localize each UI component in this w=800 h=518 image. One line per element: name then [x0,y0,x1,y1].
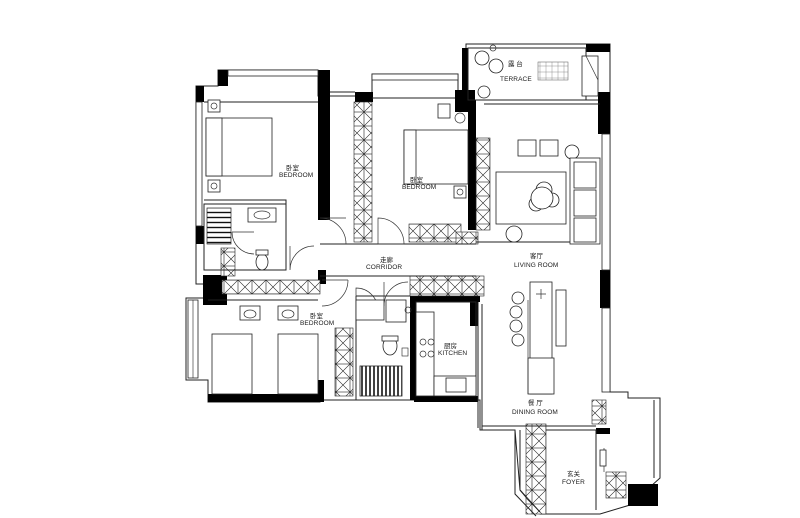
dining-zh: 餐 厅 [528,398,543,407]
terrace-en: TERRACE [500,76,532,83]
bedroom-sw-furniture [211,305,319,395]
foyer-area [546,429,607,510]
kitchen-furniture [415,301,477,397]
living-room-furniture [495,139,601,245]
bedroom-sw-zh: 卧室 [310,311,324,320]
living-zh: 客厅 [530,251,544,260]
kitchen-zh: 厨房 [444,341,457,350]
foyer-zh: 玄关 [567,469,581,478]
partitions [204,91,600,430]
corridor-en: CORRIDOR [366,264,402,271]
room-labels: 卧室 BEDROOM 卧室 BEDROOM 露 台 TERRACE 客厅 LIV… [279,59,585,486]
built-in-cabinets [220,101,627,515]
bathroom-nw [203,203,287,271]
terrace-area [467,44,599,101]
windows [187,69,661,517]
bedroom-sw-en: BEDROOM [300,320,334,327]
bedroom-nw-zh: 卧室 [286,163,300,172]
walls [196,44,658,506]
bedroom-n-furniture [403,103,469,199]
outline [185,43,661,515]
bedroom-n-zh: 卧室 [410,175,424,184]
foyer-en: FOYER [562,479,585,486]
living-en: LIVING ROOM [514,262,558,269]
dining-en: DINING ROOM [512,409,558,416]
bathroom-central [355,299,412,397]
dining-furniture [509,281,567,395]
bedroom-nw-en: BEDROOM [279,172,313,179]
corridor-zh: 走廊 [380,255,394,264]
terrace-zh: 露 台 [508,59,523,68]
bedroom-nw-furniture [205,99,273,193]
bedroom-n-en: BEDROOM [402,184,436,191]
kitchen-en: KITCHEN [438,350,467,357]
